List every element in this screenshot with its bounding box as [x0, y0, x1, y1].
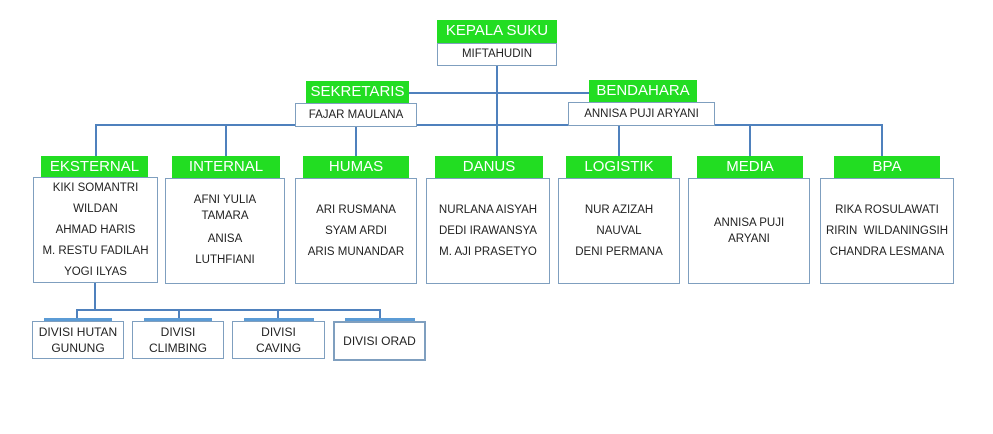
subdivision-caving-box: DIVISI CAVING — [232, 321, 325, 359]
member-name: AFNI YULIA TAMARA — [193, 193, 257, 222]
connector-drop-humas — [355, 124, 357, 156]
division-logistik-title: LOGISTIK — [566, 156, 672, 178]
division-danus-box: NURLANA AISYAH DEDI IRAWANSYA M. AJI PRA… — [426, 178, 550, 284]
leader-name-box: MIFTAHUDIN — [437, 43, 557, 66]
member-name: M. RESTU FADILAH — [42, 244, 149, 257]
subdivision-label: DIVISI ORAD — [343, 334, 416, 348]
division-eksternal-title: EKSTERNAL — [41, 156, 148, 178]
member-name: M. AJI PRASETYO — [439, 245, 537, 258]
member-name: NAUVAL — [596, 224, 642, 237]
leader-title: KEPALA SUKU — [437, 20, 557, 43]
secretary-title: SEKRETARIS — [306, 81, 409, 103]
connector-sub-drop-4 — [379, 309, 381, 318]
division-bpa-box: RIKA ROSULAWATI RIRIN WILDANINGSIH CHAND… — [820, 178, 954, 284]
connector-eksternal-sub — [94, 282, 96, 310]
leader-name: MIFTAHUDIN — [461, 48, 533, 60]
connector-leader-down — [496, 65, 498, 156]
subdivision-label: DIVISI CLIMBING — [149, 325, 208, 355]
division-bpa-title: BPA — [834, 156, 940, 178]
division-humas-box: ARI RUSMANA SYAM ARDI ARIS MUNANDAR — [295, 178, 417, 284]
division-logistik-box: NUR AZIZAH NAUVAL DENI PERMANA — [558, 178, 680, 284]
connector-sub-drop-1 — [76, 309, 78, 318]
subdivision-label: DIVISI CAVING — [255, 325, 302, 355]
member-name: AHMAD HARIS — [55, 223, 136, 236]
subdivision-climbing-box: DIVISI CLIMBING — [132, 321, 224, 359]
division-media-title: MEDIA — [697, 156, 803, 178]
member-name: SYAM ARDI — [325, 224, 387, 237]
division-internal-title: INTERNAL — [172, 156, 280, 178]
secretary-name-box: FAJAR MAULANA — [295, 103, 417, 127]
treasurer-name-box: ANNISA PUJI ARYANI — [568, 102, 715, 126]
member-name: RIRIN WILDANINGSIH — [825, 224, 949, 237]
secretary-name: FAJAR MAULANA — [308, 108, 404, 121]
member-name: CHANDRA LESMANA — [829, 245, 945, 258]
member-name: RIKA ROSULAWATI — [835, 203, 939, 216]
connector-sub-drop-3 — [277, 309, 279, 318]
member-name: ANNISA PUJI ARYANI — [713, 217, 785, 245]
connector-sekretaris-bendahara — [406, 92, 590, 94]
division-eksternal-box: KIKI SOMANTRI WILDAN AHMAD HARIS M. REST… — [33, 177, 158, 283]
member-name: DENI PERMANA — [575, 245, 663, 258]
division-danus-title: DANUS — [435, 156, 543, 178]
treasurer-name: ANNISA PUJI ARYANI — [584, 107, 699, 120]
division-humas-title: HUMAS — [303, 156, 409, 178]
member-name: NURLANA AISYAH — [438, 203, 538, 216]
connector-sub-drop-2 — [178, 309, 180, 318]
subdivision-hutan-gunung-box: DIVISI HUTAN GUNUNG — [32, 321, 124, 359]
member-name: YOGI ILYAS — [64, 265, 127, 278]
member-name: DEDI IRAWANSYA — [439, 224, 537, 237]
division-internal-box: AFNI YULIA TAMARA ANISA LUTHFIANI — [165, 178, 285, 284]
connector-drop-internal — [225, 124, 227, 156]
connector-drop-eksternal — [95, 124, 97, 156]
member-name: ANISA LUTHFIANI — [195, 232, 255, 266]
connector-division-bus — [95, 124, 882, 126]
treasurer-title: BENDAHARA — [589, 80, 697, 102]
division-media-box: ANNISA PUJI ARYANI — [688, 178, 810, 284]
connector-drop-logistik — [618, 124, 620, 156]
member-name: KIKI SOMANTRI — [52, 181, 139, 194]
member-name: ARI RUSMANA — [316, 203, 396, 216]
member-name: ARIS MUNANDAR — [307, 245, 405, 258]
connector-sub-bus — [76, 309, 381, 311]
connector-drop-bpa — [881, 124, 883, 156]
subdivision-orad-box: DIVISI ORAD — [333, 321, 426, 361]
member-name: WILDAN — [73, 202, 118, 215]
subdivision-label: DIVISI HUTAN GUNUNG — [38, 325, 118, 355]
connector-drop-media — [749, 124, 751, 156]
member-name: NUR AZIZAH — [584, 203, 654, 216]
